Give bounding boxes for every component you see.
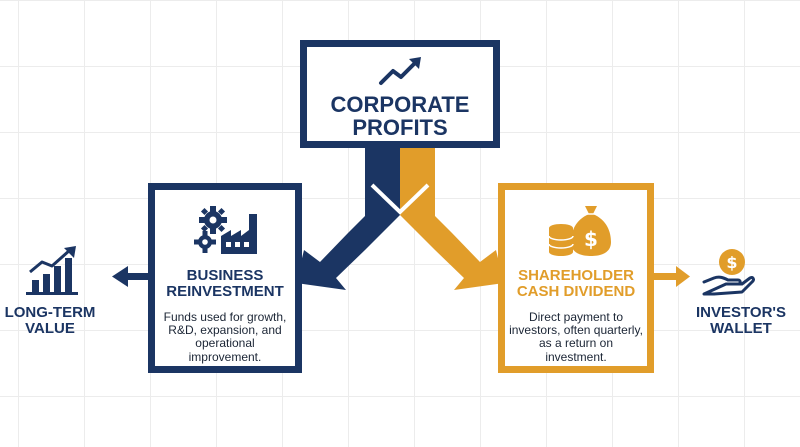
shareholder-dividend-title: SHAREHOLDER CASH DIVIDEND bbox=[505, 268, 647, 300]
corporate-profits-title-line2: PROFITS bbox=[352, 115, 448, 141]
trend-up-arrow-icon bbox=[379, 57, 421, 85]
growth-bar-chart-icon bbox=[26, 246, 78, 295]
business-reinvestment-description: Funds used for growth, R&D, expansion, a… bbox=[163, 310, 287, 364]
flow-split-divider bbox=[370, 183, 430, 215]
reinvestment-flow-arrow bbox=[296, 148, 400, 290]
right-outcome-arrow bbox=[654, 266, 690, 287]
corporate-profits-box: CORPORATE PROFITS bbox=[300, 40, 500, 148]
hand-coin-icon: $ bbox=[702, 249, 755, 296]
gears-factory-icon bbox=[194, 206, 257, 254]
investors-wallet-line1: INVESTOR'S bbox=[696, 304, 786, 321]
business-reinvestment-title: BUSINESS REINVESTMENT bbox=[155, 268, 295, 300]
long-term-value-line2: VALUE bbox=[25, 319, 75, 337]
investors-wallet-line2: WALLET bbox=[710, 319, 772, 337]
money-bag-coins-icon: $ bbox=[548, 206, 611, 256]
left-outcome-arrow bbox=[112, 266, 148, 287]
business-reinvestment-title-line2: REINVESTMENT bbox=[166, 282, 284, 300]
business-reinvestment-box: BUSINESS REINVESTMENT Funds used for gro… bbox=[148, 183, 302, 373]
shareholder-dividend-title-line1: SHAREHOLDER bbox=[518, 267, 634, 284]
corporate-profits-title: CORPORATE PROFITS bbox=[307, 93, 493, 139]
long-term-value-label: LONG-TERM VALUE bbox=[0, 305, 100, 337]
svg-text:$: $ bbox=[584, 227, 598, 251]
dividend-flow-arrow bbox=[400, 148, 504, 290]
long-term-value-line1: LONG-TERM bbox=[4, 304, 96, 321]
corporate-profits-title-line1: CORPORATE bbox=[330, 92, 470, 117]
svg-text:$: $ bbox=[726, 253, 737, 272]
shareholder-dividend-title-line2: CASH DIVIDEND bbox=[516, 282, 636, 300]
shareholder-dividend-box: $ SHAREHOLDER CASH DIVIDEND Direct payme… bbox=[498, 183, 654, 373]
shareholder-dividend-description: Direct payment to investors, often quart… bbox=[509, 310, 643, 364]
investors-wallet-label: INVESTOR'S WALLET bbox=[686, 305, 796, 337]
business-reinvestment-title-line1: BUSINESS bbox=[186, 267, 264, 284]
